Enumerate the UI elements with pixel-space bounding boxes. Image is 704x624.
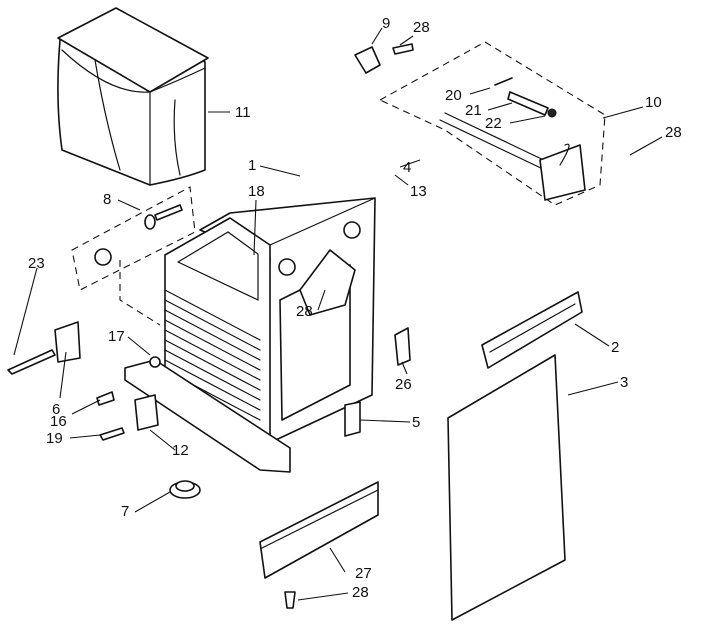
kick-plate-27	[259, 481, 379, 609]
left-small-parts	[7, 321, 161, 441]
bumper-7	[169, 480, 201, 499]
callout-11: 11	[235, 104, 251, 121]
callout-23: 23	[28, 255, 45, 272]
callout-27: 27	[355, 565, 372, 582]
callout-6: 6	[52, 401, 60, 418]
callout-26: 26	[395, 376, 412, 393]
callout-28: 28	[296, 303, 313, 320]
callout-17: 17	[108, 328, 125, 345]
right-side-parts	[394, 291, 583, 621]
callout-2: 2	[611, 339, 619, 356]
callout-4: 4	[403, 159, 411, 176]
lead-lines	[13, 27, 663, 601]
callout-21: 21	[465, 102, 482, 119]
callout-28: 28	[665, 124, 682, 141]
callout-22: 22	[485, 115, 502, 132]
callout-19: 19	[46, 430, 63, 447]
callout-28: 28	[413, 19, 430, 36]
callout-28: 28	[352, 584, 369, 601]
callout-8: 8	[103, 191, 111, 208]
callout-labels: 9 28 11 10 20 21 22 28 1 18 4 13 8 23 28…	[28, 15, 682, 601]
callout-13: 13	[410, 183, 427, 200]
callout-7: 7	[121, 503, 129, 520]
cabinet-frame	[124, 197, 376, 473]
callout-10: 10	[645, 94, 662, 111]
callout-5: 5	[412, 414, 420, 431]
callout-12: 12	[172, 442, 189, 459]
callout-18: 18	[248, 183, 265, 200]
callout-1: 1	[248, 157, 256, 174]
fastener-group-8	[71, 186, 196, 326]
callout-3: 3	[620, 374, 628, 391]
bag-part	[57, 7, 209, 186]
callout-9: 9	[382, 15, 390, 32]
top-panel-10	[354, 41, 606, 206]
callout-20: 20	[445, 87, 462, 104]
callout-16: 16	[50, 413, 67, 430]
